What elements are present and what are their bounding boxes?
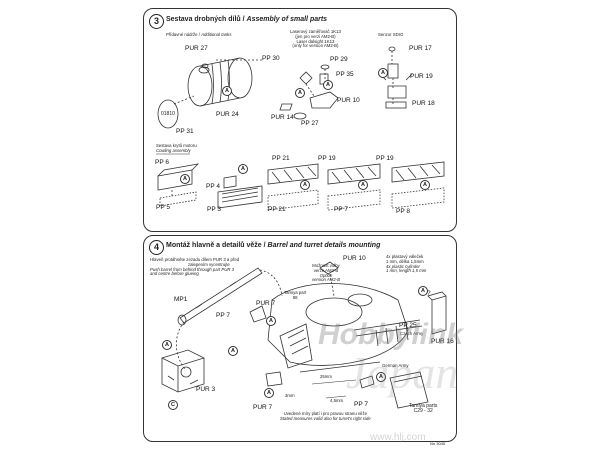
storage-box-drawing [389,291,447,409]
label-pur19: PUR 19 [410,73,433,80]
glue-symbol: A [180,174,190,184]
label-pur14: PUR 14 [271,114,294,121]
laser-note: Laserový zaměřovač 1K13(jen pro verzi AM… [290,29,341,49]
dimension-25mm: 25mm [320,374,332,379]
label-pp19-left: PP 19 [318,155,336,162]
cylinder-drawing [375,323,409,347]
glue-symbol: A [323,80,333,90]
glue-symbol: A [420,180,430,190]
cowling-5-drawing [391,161,445,209]
step4-panel [143,235,457,442]
label-pur3: PUR 3 [196,386,216,393]
glue-symbol: A [378,68,388,78]
label-pur18: PUR 18 [412,100,435,107]
glue-symbol: A [264,388,274,398]
label-pp27: PP 27 [301,120,319,127]
disc-drawing [157,95,195,129]
glue-symbol: A [222,86,232,96]
mantlet-drawing [161,349,205,393]
barrel-drawing [175,267,283,371]
label-pur7-bottom: PUR 7 [253,404,273,411]
barrel-note: Hlaveň protáhněte zezadu dílem PUR 3 a p… [150,257,240,277]
label-pur27: PUR 27 [185,45,208,52]
czech-army-note: Czech Army [400,331,424,336]
step4-number: 4 [149,240,164,255]
cowling-3-drawing [267,163,319,211]
label-pur10-b: PUR 10 [343,255,366,262]
german-army-note: German Army [382,363,409,368]
label-pp35: PP 35 [336,71,354,78]
glue-symbol: A [418,286,428,296]
glue-symbol: A [376,372,386,382]
glue-symbol: A [295,88,305,98]
label-pur16: PUR 16 [431,338,454,345]
label-pur24: PUR 24 [216,111,239,118]
cowling-2-drawing [217,175,263,209]
label-question: ? [427,290,431,297]
glue-symbol: A [238,164,248,174]
label-pp5: PP 5 [156,204,170,211]
label-pp19-right: PP 19 [376,155,394,162]
label-pp7: PP 7 [334,206,348,213]
watermark-text: Hobbylink [318,318,464,351]
measures-note: Uvedené míry platí i pro pravou stranu v… [280,411,371,421]
glue-symbol: A [266,316,276,326]
label-pp25: PP 25 [399,322,417,329]
label-pp3: PP 3 [207,206,221,213]
cowling-4-drawing [327,163,381,211]
glue-symbol: A [228,346,238,356]
label-pp8: PP 8 [396,208,410,215]
label-mp1: MP1 [174,296,188,303]
fuel-tank-drawing [187,57,262,107]
step3-panel [143,8,457,232]
bracket-drawing [249,305,267,323]
watermark-script: Japan [346,347,459,398]
glue-symbol: A [162,340,172,350]
step4-title: Montáž hlavně a detailů věže / Barrel an… [166,242,381,249]
label-pp7-bottom: PP 7 [354,401,368,408]
label-pur7-top: PUR 7 [256,300,276,307]
label-pp7-left: PP 7 [216,312,230,319]
label-pp30: PP 30 [262,55,280,62]
glue-symbol: A [300,180,310,190]
glue-symbol: A [358,180,368,190]
glue-symbol: C [168,400,178,410]
laser-drawing [279,64,339,120]
cowling-1-drawing [157,163,200,207]
turret-drawing [267,261,409,389]
sensor-note: Senzor SDIO [378,32,404,37]
step3-title: Sestava drobných dílů / Assembly of smal… [166,16,328,23]
label-pur10: PUR 10 [337,97,360,104]
label-pp21-top: PP 21 [272,155,290,162]
dimension-3mm: 3mm [285,393,295,398]
disc-text: 01810 [161,111,175,117]
dimension-4-5mm: 4,5mm [330,398,344,403]
label-pur17: PUR 17 [409,45,432,52]
label-pp31: PP 31 [176,128,194,135]
bracket-drawing [265,371,283,387]
rail-drawing [353,319,423,337]
step3-number: 3 [149,14,164,29]
tanks-note: Přídavné nádrže / Additional tanks [166,32,232,37]
watermark-url: www.hlj.com [370,432,426,443]
label-pp4: PP 4 [206,183,220,190]
label-pp6: PP 6 [155,159,169,166]
footer-code: No 3045 [430,441,446,446]
label-pp29: PP 29 [330,56,348,63]
label-pp21-bottom: PP 21 [268,206,286,213]
